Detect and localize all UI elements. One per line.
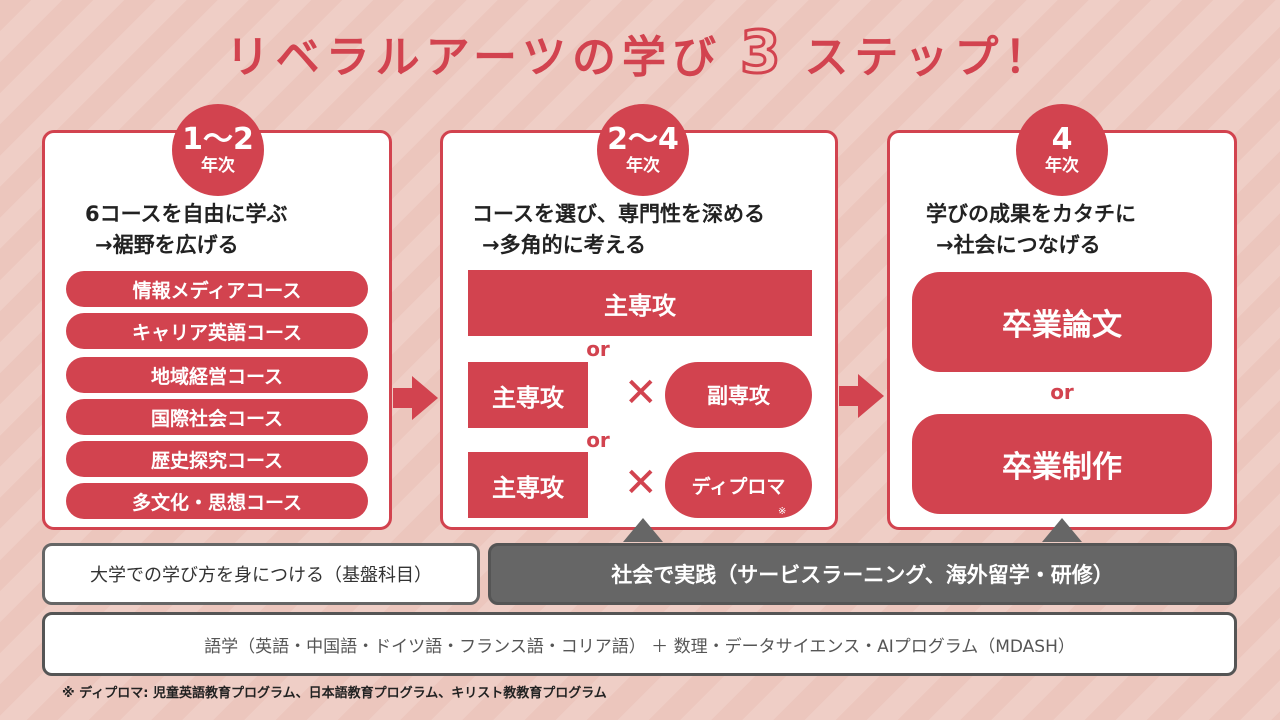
arrow-right-icon	[393, 388, 413, 408]
course-item: キャリア英語コース	[66, 313, 368, 349]
course-item: 歴史探究コース	[66, 441, 368, 477]
or-label: or	[1050, 380, 1074, 404]
note-mark: ※	[778, 506, 787, 517]
title-number: 3	[739, 17, 787, 88]
footnote: ※ ディプロマ: 児童英語教育プログラム、日本語教育プログラム、キリスト教教育プ…	[62, 686, 607, 701]
major-box: 主専攻	[468, 362, 588, 428]
step1-heading: 6コースを自由に学ぶ→裾野を広げる	[85, 202, 288, 257]
languages-box: 語学（英語・中国語・ドイツ語・フランス語・コリア語） ＋ 数理・データサイエンス…	[42, 612, 1237, 676]
or-label: or	[586, 428, 610, 452]
foundation-box: 大学での学び方を身につける（基盤科目）	[42, 543, 480, 605]
times-icon: ✕	[624, 460, 658, 506]
step3-heading: 学びの成果をカタチに→社会につなげる	[926, 202, 1136, 257]
major-only-box: 主専攻	[468, 270, 812, 336]
arrow-up-icon	[623, 518, 663, 542]
course-list: 情報メディアコース キャリア英語コース 地域経営コース 国際社会コース 歴史探究…	[66, 271, 368, 519]
diploma-box: ディプロマ	[665, 452, 812, 518]
practice-box: 社会で実践（サービスラーニング、海外留学・研修）	[488, 543, 1237, 605]
times-icon: ✕	[624, 370, 658, 416]
arrow-right-icon	[858, 374, 884, 418]
or-label: or	[586, 337, 610, 361]
arrow-up-icon	[1042, 518, 1082, 542]
course-item: 地域経営コース	[66, 357, 368, 393]
course-item: 情報メディアコース	[66, 271, 368, 307]
graduation-work-box: 卒業制作	[912, 414, 1212, 514]
major-box: 主専攻	[468, 452, 588, 518]
thesis-box: 卒業論文	[912, 272, 1212, 372]
course-item: 国際社会コース	[66, 399, 368, 435]
step2-heading: コースを選び、専門性を深める→多角的に考える	[472, 202, 765, 257]
minor-box: 副専攻	[665, 362, 812, 428]
arrow-right-icon	[412, 376, 438, 420]
arrow-right-icon	[839, 386, 859, 406]
course-item: 多文化・思想コース	[66, 483, 368, 519]
